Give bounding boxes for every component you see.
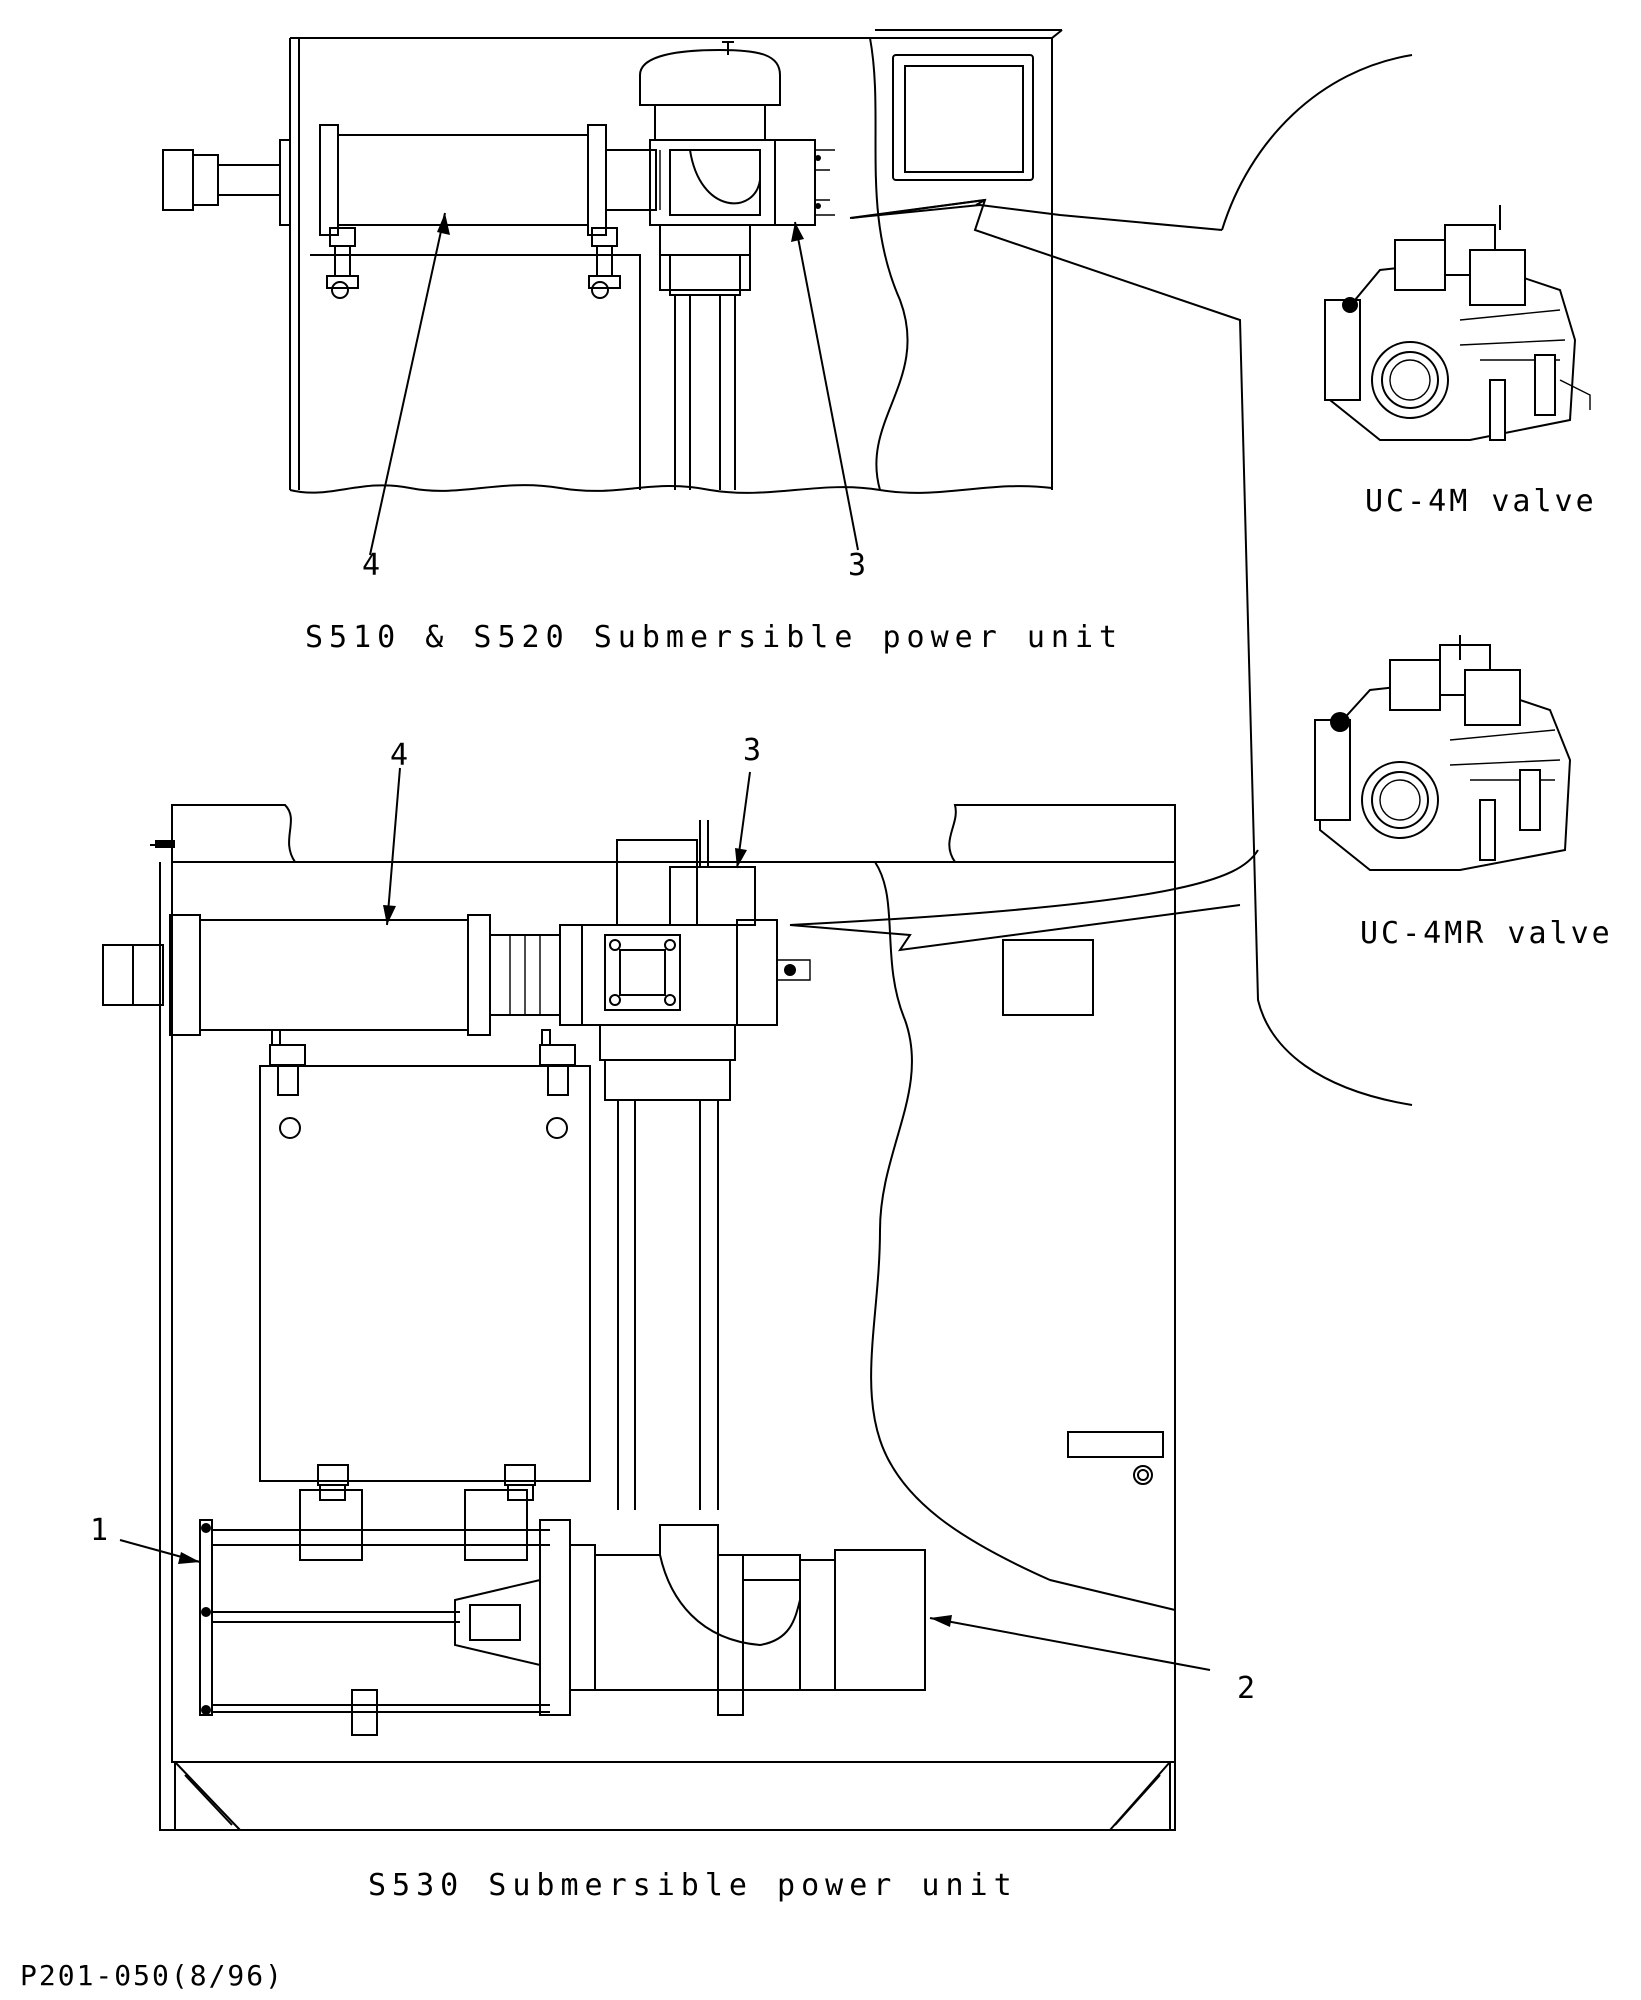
callout-label: 3 [743,733,761,768]
bottom-callout-1: 1 [90,1513,201,1564]
callout-label: 4 [362,548,380,583]
top-unit-caption: S510 & S520 Submersible power unit [305,620,1123,655]
callout-label: 2 [1237,1671,1255,1706]
callout-label: 3 [848,548,866,583]
bottom-callout-3: 3 [735,733,761,869]
bottom-callout-2: 2 [929,1615,1255,1706]
plate-bolts [269,1029,576,1501]
uc-4mr-valve-picture [1314,635,1572,871]
uc-4m-valve-picture [1324,205,1591,441]
cylinder-mount-bolts [326,227,621,289]
callout-label: 4 [390,738,408,773]
drawing-id: P201-050(8/96) [20,1959,284,1992]
top-callout-3: 3 [791,221,866,583]
callout-label: 1 [90,1513,108,1548]
uc-4mr-valve-caption: UC-4MR valve [1360,916,1613,951]
valve-callout-bubble [789,54,1413,1106]
bottom-unit-caption: S530 Submersible power unit [368,1868,1018,1903]
top-callout-4: 4 [362,212,450,583]
bottom-callout-4: 4 [383,738,408,926]
uc-4m-valve-caption: UC-4M valve [1365,484,1597,519]
bottom-power-unit-drawing [102,804,1176,1831]
top-power-unit-drawing [162,29,1063,494]
